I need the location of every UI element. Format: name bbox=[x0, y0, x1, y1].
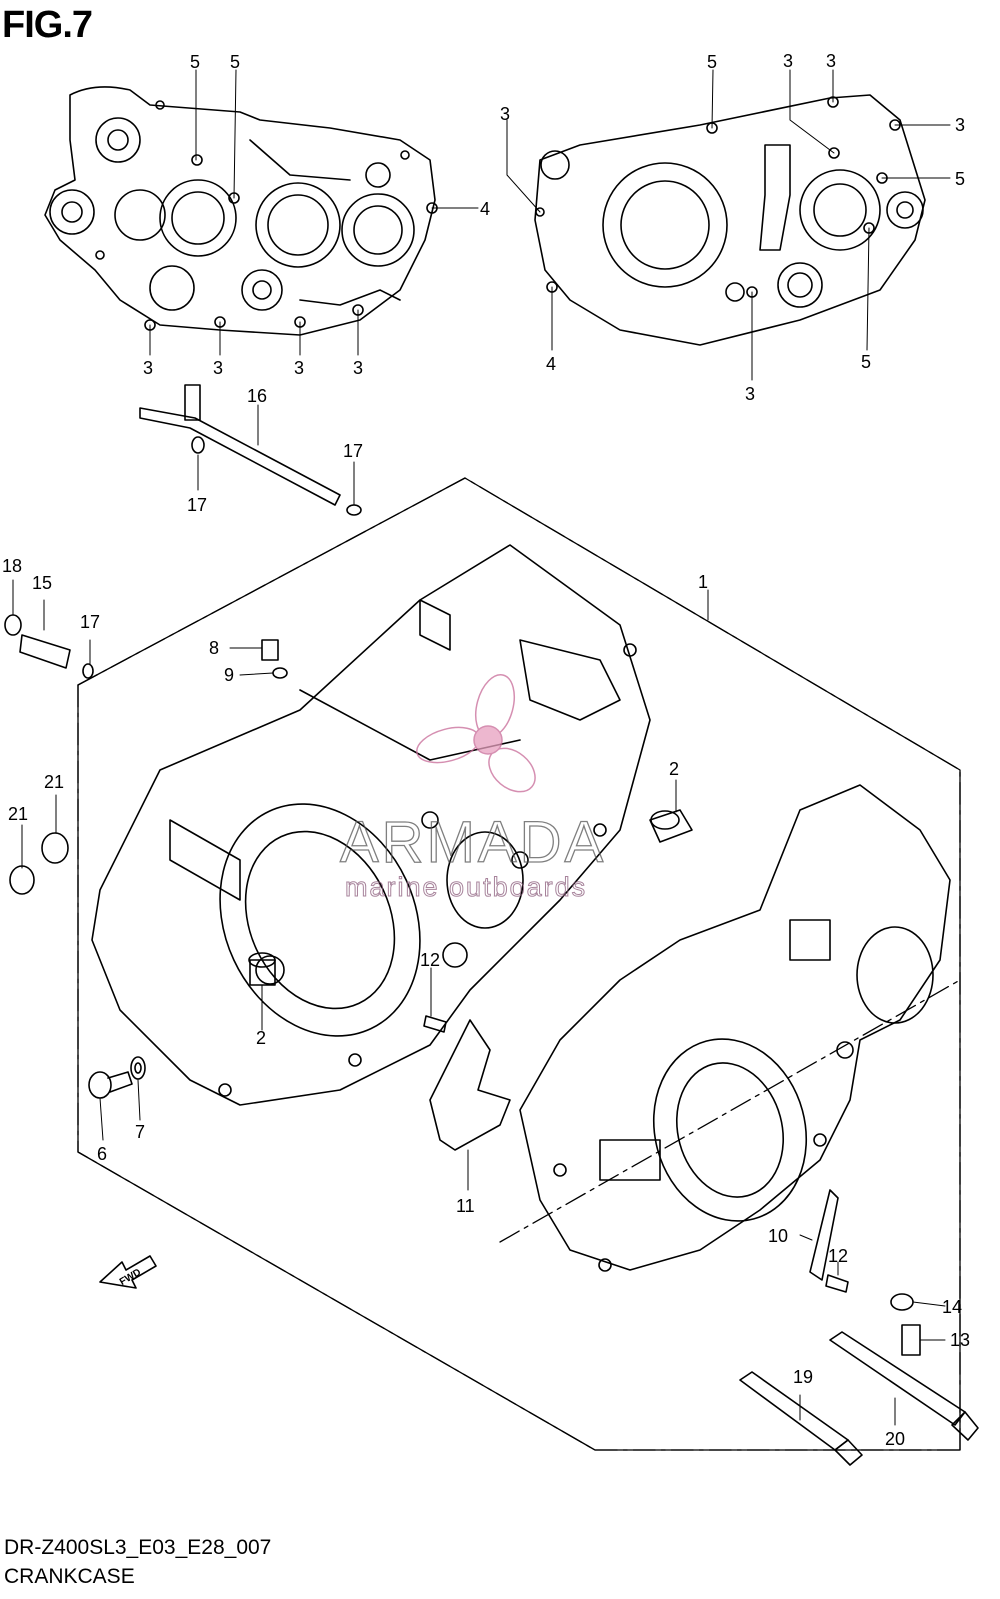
callout-17: 17 bbox=[187, 495, 207, 515]
callout-5: 5 bbox=[955, 169, 965, 189]
callout-5: 5 bbox=[861, 352, 871, 372]
o-ring-9 bbox=[272, 667, 288, 679]
callout-16: 16 bbox=[247, 386, 267, 406]
callout-3: 3 bbox=[783, 51, 793, 71]
watermark-logo: ARMADA marine outboards bbox=[339, 673, 606, 903]
cap-21a bbox=[9, 865, 35, 895]
bolt-12a bbox=[423, 1015, 447, 1033]
callout-12: 12 bbox=[828, 1246, 848, 1266]
callout-3: 3 bbox=[294, 358, 304, 378]
callout-3: 3 bbox=[955, 115, 965, 135]
pipe-15 bbox=[19, 634, 71, 669]
dowel-pin-2a bbox=[649, 809, 693, 843]
callout-17: 17 bbox=[80, 612, 100, 632]
crankcase-left-half-view bbox=[44, 86, 438, 336]
callout-21: 21 bbox=[8, 804, 28, 824]
callout-3: 3 bbox=[353, 358, 363, 378]
callout-20: 20 bbox=[885, 1429, 905, 1449]
pipe-16 bbox=[139, 384, 341, 506]
callout-9: 9 bbox=[224, 665, 234, 685]
fwd-arrow bbox=[99, 1255, 157, 1289]
crankcase-left-body bbox=[91, 544, 651, 1106]
diagram-code: DR-Z400SL3_E03_E28_007 bbox=[4, 1536, 272, 1559]
callout-3: 3 bbox=[826, 51, 836, 71]
callout-2: 2 bbox=[256, 1028, 266, 1048]
exploded-assembly-frame-solid bbox=[77, 477, 961, 1451]
watermark-brand: ARMADA bbox=[340, 810, 606, 875]
o-ring-17b bbox=[346, 504, 362, 516]
callout-3: 3 bbox=[213, 358, 223, 378]
callout-18: 18 bbox=[2, 556, 22, 576]
exploded-assembly-frame bbox=[77, 477, 961, 1451]
bolt-19 bbox=[739, 1371, 863, 1466]
callout-6: 6 bbox=[97, 1144, 107, 1164]
callout-3: 3 bbox=[143, 358, 153, 378]
callout-12: 12 bbox=[420, 950, 440, 970]
bolt-12b bbox=[825, 1274, 849, 1293]
cap-21b bbox=[41, 832, 69, 864]
plate-10 bbox=[809, 1189, 839, 1281]
callout-13: 13 bbox=[950, 1330, 970, 1350]
callout-15: 15 bbox=[32, 573, 52, 593]
dowel-pin-2b bbox=[248, 952, 276, 986]
watermark-tagline: marine outboards bbox=[345, 872, 587, 902]
callout-19: 19 bbox=[793, 1367, 813, 1387]
bolt-20 bbox=[829, 1331, 979, 1441]
callout-1: 1 bbox=[698, 572, 708, 592]
o-ring-18 bbox=[4, 614, 22, 636]
o-ring-17c bbox=[82, 663, 94, 679]
figure-title: FIG.7 bbox=[2, 4, 93, 46]
callout-7: 7 bbox=[135, 1122, 145, 1142]
callout-4: 4 bbox=[480, 199, 490, 219]
plug-13 bbox=[901, 1324, 921, 1356]
callout-2: 2 bbox=[669, 759, 679, 779]
bolt-6 bbox=[88, 1071, 133, 1099]
plug-8 bbox=[261, 639, 279, 661]
washer-14 bbox=[890, 1293, 914, 1311]
callout-5: 5 bbox=[190, 52, 200, 72]
crankcase-right-half-view bbox=[534, 94, 926, 346]
callout-11: 11 bbox=[456, 1196, 475, 1216]
callout-3: 3 bbox=[745, 384, 755, 404]
callout-labels: 1 2 2 3 3 3 3 3 3 3 3 3 4 4 5 5 5 5 5 6 … bbox=[2, 51, 970, 1449]
callout-5: 5 bbox=[230, 52, 240, 72]
crankcase-right-body bbox=[519, 784, 951, 1272]
leader-lines bbox=[12, 69, 951, 1426]
callout-14: 14 bbox=[942, 1297, 962, 1317]
callout-17: 17 bbox=[343, 441, 363, 461]
callout-3: 3 bbox=[500, 104, 510, 124]
diagram-caption: CRANKCASE bbox=[4, 1565, 135, 1588]
callout-4: 4 bbox=[546, 354, 556, 374]
callout-8: 8 bbox=[209, 638, 219, 658]
callout-21: 21 bbox=[44, 772, 64, 792]
crankcase-gasket bbox=[429, 1019, 511, 1151]
o-ring-17a bbox=[191, 436, 205, 454]
washer-7 bbox=[130, 1056, 146, 1080]
callout-10: 10 bbox=[768, 1226, 788, 1246]
callout-5: 5 bbox=[707, 52, 717, 72]
